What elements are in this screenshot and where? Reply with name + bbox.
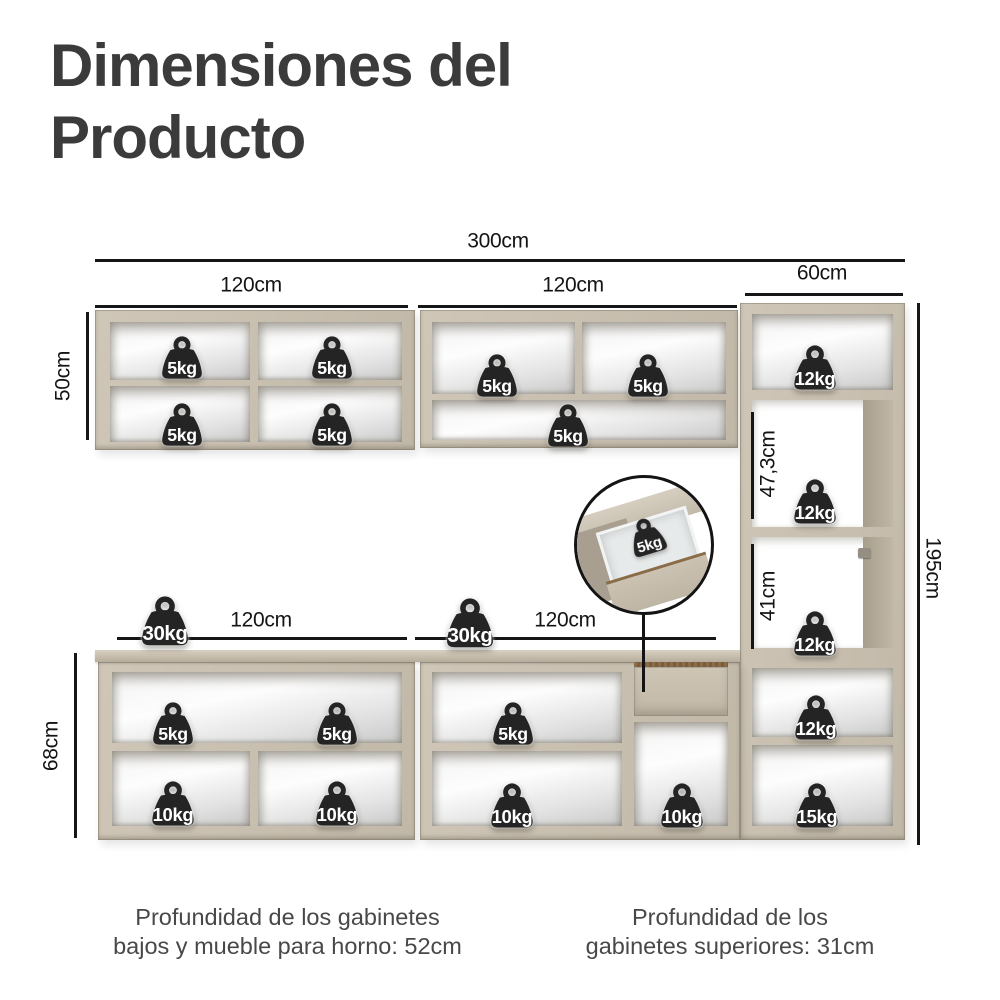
dimension-line-total-width <box>95 259 905 262</box>
caption-line: bajos y mueble para horno: 52cm <box>113 932 462 959</box>
weight-icon: 5kg <box>471 353 523 399</box>
page-title: Dimensiones del Producto <box>50 30 513 174</box>
weight-icon: 5kg <box>147 701 199 747</box>
dimension-label-upper-left-width: 120cm <box>220 273 282 297</box>
weight-icon: 5kg <box>156 335 208 381</box>
weight-icon: 10kg <box>655 782 709 830</box>
svg-text:15kg: 15kg <box>797 805 838 826</box>
caption-upper-cabinets-depth: Profundidad de los gabinetes superiores:… <box>555 903 905 960</box>
svg-text:12kg: 12kg <box>795 501 836 522</box>
svg-text:30kg: 30kg <box>447 624 492 647</box>
caption-line: Profundidad de los <box>632 904 828 930</box>
svg-text:30kg: 30kg <box>142 622 187 645</box>
weight-icon: 5kg <box>620 512 673 561</box>
svg-text:10kg: 10kg <box>492 805 533 826</box>
dimension-label-total-width: 300cm <box>467 229 529 253</box>
door-handle <box>858 548 871 558</box>
page-title-line2: Producto <box>50 104 306 171</box>
svg-text:5kg: 5kg <box>317 425 347 445</box>
dimension-label-total-height: 195cm <box>921 537 945 599</box>
dimension-label-lower-left-width: 120cm <box>230 608 292 632</box>
dimension-label-upper-cabinet-height: 50cm <box>51 350 75 402</box>
svg-text:5kg: 5kg <box>498 724 528 744</box>
dimension-line-upper-middle-width <box>418 305 737 308</box>
weight-icon: 5kg <box>542 403 594 449</box>
svg-text:5kg: 5kg <box>635 534 664 558</box>
weight-icon: 5kg <box>487 701 539 747</box>
weight-icon: 5kg <box>306 335 358 381</box>
countertop <box>95 650 740 662</box>
dimension-line-lower-left-width <box>117 637 407 640</box>
svg-text:12kg: 12kg <box>796 717 837 738</box>
dimension-line-lower-middle-width <box>415 637 716 640</box>
dimension-label-lower-middle-width: 120cm <box>534 608 596 632</box>
weight-icon: 30kg <box>135 596 195 648</box>
weight-icon: 15kg <box>790 782 844 830</box>
svg-text:12kg: 12kg <box>795 367 836 388</box>
weight-icon: 5kg <box>311 701 363 747</box>
weight-icon: 12kg <box>789 694 843 742</box>
dimension-label-oven-niche-upper: 47,3cm <box>756 430 780 498</box>
dimension-label-tall-cabinet-width: 60cm <box>796 261 848 285</box>
drawer-detail-inset: 5kg <box>574 475 714 615</box>
caption-lower-cabinets-depth: Profundidad de los gabinetes bajos y mue… <box>95 903 480 960</box>
svg-text:10kg: 10kg <box>317 803 358 824</box>
inset-pointer-line <box>642 612 645 692</box>
page-title-line1: Dimensiones del <box>50 32 513 99</box>
caption-line: Profundidad de los gabinetes <box>135 904 440 930</box>
dimension-line-lower-cabinet-height <box>74 653 77 838</box>
dimension-line-tall-cabinet-width <box>745 293 903 296</box>
dimension-line-upper-cabinet-height <box>86 312 89 440</box>
svg-text:5kg: 5kg <box>322 724 352 744</box>
caption-line: gabinetes superiores: 31cm <box>585 932 875 959</box>
weight-icon: 5kg <box>306 402 358 448</box>
weight-icon: 30kg <box>440 598 500 650</box>
svg-text:5kg: 5kg <box>317 358 347 378</box>
svg-text:5kg: 5kg <box>167 425 197 445</box>
dimension-line-oven-niche-lower <box>751 544 754 649</box>
dimension-label-oven-niche-lower: 41cm <box>756 570 780 622</box>
dimension-label-upper-middle-width: 120cm <box>542 273 604 297</box>
svg-text:10kg: 10kg <box>662 805 703 826</box>
weight-icon: 5kg <box>622 353 674 399</box>
svg-text:5kg: 5kg <box>553 426 583 446</box>
drawer-wood-edge <box>634 662 728 667</box>
svg-text:5kg: 5kg <box>158 724 188 744</box>
weight-icon: 10kg <box>485 782 539 830</box>
svg-text:5kg: 5kg <box>167 358 197 378</box>
cabinet-side-panel <box>863 400 893 527</box>
dimension-label-lower-cabinet-height: 68cm <box>39 720 63 772</box>
drawer-front <box>634 667 728 716</box>
weight-icon: 10kg <box>146 780 200 828</box>
weight-icon: 12kg <box>788 478 842 526</box>
weight-icon: 10kg <box>310 780 364 828</box>
weight-icon: 12kg <box>788 344 842 392</box>
dimension-line-oven-niche-upper <box>751 412 754 519</box>
dimension-line-total-height <box>917 303 920 845</box>
weight-icon: 5kg <box>156 402 208 448</box>
svg-text:5kg: 5kg <box>633 376 663 396</box>
dimension-line-upper-left-width <box>95 305 408 308</box>
svg-text:5kg: 5kg <box>482 376 512 396</box>
svg-text:10kg: 10kg <box>153 803 194 824</box>
svg-text:12kg: 12kg <box>795 633 836 654</box>
weight-icon: 12kg <box>788 610 842 658</box>
